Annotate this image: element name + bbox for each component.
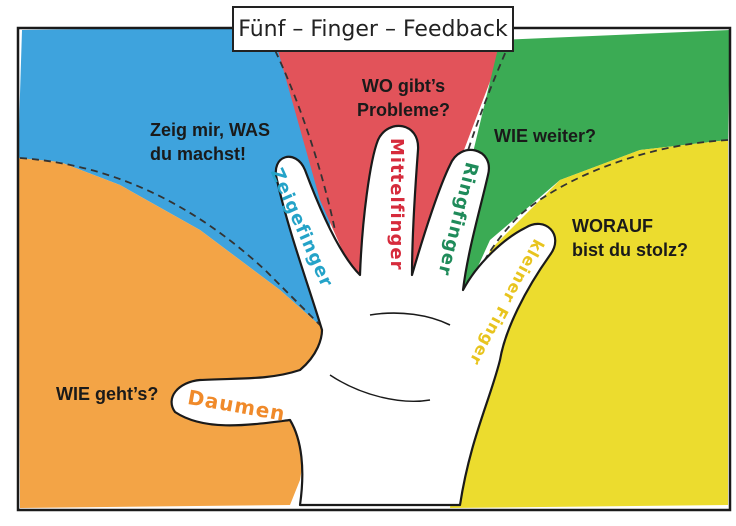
page-title: Fünf – Finger – Feedback: [232, 6, 514, 52]
question-kleiner-finger: WORAUF bist du stolz?: [572, 214, 688, 262]
title-text: Fünf – Finger – Feedback: [238, 16, 508, 42]
question-line: WORAUF: [572, 216, 653, 236]
question-daumen: WIE geht’s?: [56, 382, 158, 406]
hand-outline: [170, 124, 557, 507]
palm-line: [329, 374, 431, 402]
question-mittelfinger: WO gibt’s Probleme?: [357, 74, 450, 122]
blue-region: [18, 26, 335, 330]
question-line: Zeig mir, WAS: [150, 120, 271, 140]
question-line: bist du stolz?: [572, 240, 688, 260]
green-region: [440, 30, 730, 295]
divider-line: [19, 157, 326, 331]
question-zeigefinger: Zeig mir, WAS du machst!: [150, 118, 270, 166]
question-line: WIE weiter?: [494, 126, 597, 146]
question-line: WO gibt’s: [361, 76, 446, 96]
question-ringfinger: WIE weiter?: [494, 124, 596, 148]
label-mittelfinger: Mittelfinger: [386, 138, 407, 271]
divider-line: [449, 41, 511, 216]
palm-line: [369, 312, 451, 326]
question-line: Probleme?: [357, 100, 451, 120]
question-line: du machst!: [150, 144, 247, 164]
divider-line: [269, 39, 336, 231]
question-line: WIE geht’s?: [56, 384, 159, 404]
